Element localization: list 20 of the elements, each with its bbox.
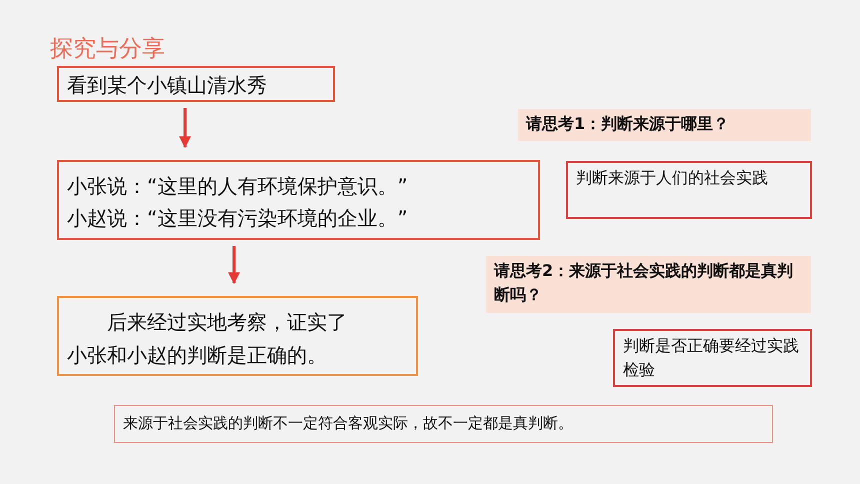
heading: 探究与分享 (50, 35, 165, 64)
arrow (228, 246, 240, 284)
node-text: 小张说：“这里的人有环境保护意识。” (67, 173, 409, 200)
node-text: 后来经过实地考察，证实了小张和小赵的判断是正确的。 (67, 309, 348, 369)
question-box (486, 256, 811, 313)
step-box (57, 66, 335, 102)
node-text: 判断是否正确要经过实践检验 (623, 335, 800, 381)
question-box (518, 109, 811, 141)
node-text: 看到某个小镇山清水秀 (67, 72, 268, 98)
node-text: 小赵说：“这里没有污染环境的企业。” (67, 205, 409, 232)
step-box (57, 160, 540, 240)
node-text: 请思考1：判断来源于哪里？ (526, 114, 730, 135)
node-text: 请思考2：来源于社会实践的判断都是真判断吗？ (494, 260, 794, 306)
answer-box (566, 161, 812, 219)
answer-box (613, 329, 812, 387)
arrow (179, 108, 191, 148)
conclusion-box (114, 405, 773, 443)
node-text: 判断来源于人们的社会实践 (576, 167, 769, 189)
node-text: 来源于社会实践的判断不一定符合客观实际，故不一定都是真判断。 (123, 414, 574, 434)
step-box (57, 296, 418, 376)
